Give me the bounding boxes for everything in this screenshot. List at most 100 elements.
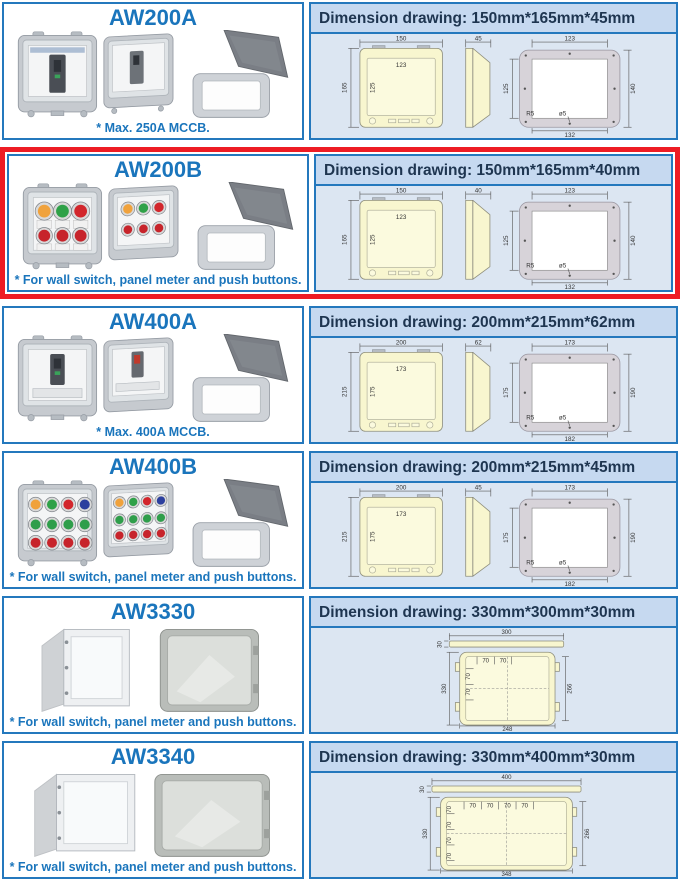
svg-text:330: 330 xyxy=(423,828,429,839)
push-button xyxy=(74,204,88,218)
svg-text:175: 175 xyxy=(369,386,376,397)
svg-text:30: 30 xyxy=(420,785,426,792)
product-row-aw400b[interactable]: AW400B xyxy=(2,451,678,589)
dimension-title: Dimension drawing: 150mm*165mm*45mm xyxy=(311,4,676,34)
svg-text:165: 165 xyxy=(341,82,348,93)
svg-text:300: 300 xyxy=(501,630,512,636)
push-button xyxy=(46,499,57,510)
product-photo-angled xyxy=(103,33,174,114)
product-photo-front xyxy=(17,31,98,118)
product-row-aw3330[interactable]: AW3330 * For w xyxy=(2,596,678,734)
svg-text:70: 70 xyxy=(447,805,453,812)
svg-text:ø5: ø5 xyxy=(559,560,567,567)
product-photos xyxy=(4,769,302,860)
svg-text:330: 330 xyxy=(442,683,448,694)
product-note: * Max. 250A MCCB. xyxy=(96,121,210,135)
svg-text:45: 45 xyxy=(475,484,482,491)
svg-text:62: 62 xyxy=(475,339,482,346)
model-name: AW200B xyxy=(113,157,203,182)
breaker-photo xyxy=(49,54,66,93)
push-button xyxy=(38,229,51,242)
product-panel: AW3330 * For w xyxy=(2,596,304,734)
svg-text:190: 190 xyxy=(630,387,637,398)
product-photos xyxy=(4,30,302,121)
push-button xyxy=(46,519,57,530)
svg-text:70: 70 xyxy=(487,804,494,810)
svg-text:123: 123 xyxy=(396,62,407,69)
svg-text:70: 70 xyxy=(469,804,476,810)
product-photo-set xyxy=(17,334,289,422)
product-photo-open-door xyxy=(34,773,136,857)
svg-text:123: 123 xyxy=(564,35,575,42)
svg-text:70: 70 xyxy=(447,837,453,844)
product-photo-front xyxy=(17,480,98,567)
svg-text:125: 125 xyxy=(503,83,510,94)
product-photo-front xyxy=(17,335,98,422)
svg-text:150: 150 xyxy=(396,35,407,42)
product-photo-closed-box xyxy=(154,774,270,857)
dimension-title: Dimension drawing: 330mm*400mm*30mm xyxy=(311,743,676,773)
product-row-aw200a[interactable]: AW200A xyxy=(2,2,678,140)
dimension-title: Dimension drawing: 150mm*165mm*40mm xyxy=(316,156,671,186)
svg-text:125: 125 xyxy=(503,235,510,246)
svg-text:R5: R5 xyxy=(526,560,535,567)
svg-text:173: 173 xyxy=(396,366,407,373)
product-photo-front xyxy=(22,183,103,270)
push-button xyxy=(56,204,69,218)
svg-text:132: 132 xyxy=(564,132,575,138)
svg-text:150: 150 xyxy=(396,187,407,194)
svg-text:45: 45 xyxy=(475,35,482,42)
svg-text:125: 125 xyxy=(369,82,376,93)
svg-text:190: 190 xyxy=(630,532,637,543)
product-photo-open xyxy=(192,334,289,422)
dimension-title: Dimension drawing: 330mm*300mm*30mm xyxy=(311,598,676,628)
dimension-panel: Dimension drawing: 330mm*400mm*30mm 400 … xyxy=(309,741,678,879)
dimension-panel: Dimension drawing: 200mm*215mm*45mm 200 … xyxy=(309,451,678,589)
push-button xyxy=(63,537,74,548)
svg-text:132: 132 xyxy=(564,284,575,290)
product-row-aw200b-selected[interactable]: AW200B xyxy=(0,147,680,299)
svg-text:125: 125 xyxy=(369,234,376,245)
product-photo-set xyxy=(22,182,294,270)
product-note: * For wall switch, panel meter and push … xyxy=(9,570,297,584)
svg-text:30: 30 xyxy=(438,640,444,647)
product-note: * Max. 400A MCCB. xyxy=(96,425,210,439)
dimension-drawing: 200 215 173 175 62 xyxy=(311,338,676,442)
dimension-panel: Dimension drawing: 330mm*300mm*30mm 300 … xyxy=(309,596,678,734)
product-photo-set xyxy=(17,479,289,567)
product-panel: AW200B xyxy=(7,154,309,292)
product-photo-open xyxy=(192,30,289,118)
svg-text:175: 175 xyxy=(369,531,376,542)
push-button xyxy=(37,204,51,218)
product-row-aw3340[interactable]: AW3340 * For w xyxy=(2,741,678,879)
product-panel: AW400B xyxy=(2,451,304,589)
model-name: AW400B xyxy=(108,454,198,479)
model-name: AW200A xyxy=(108,5,198,30)
svg-text:200: 200 xyxy=(396,339,407,346)
model-name: AW3330 xyxy=(110,599,196,624)
product-panel: AW400A xyxy=(2,306,304,444)
svg-text:266: 266 xyxy=(585,828,591,839)
push-button xyxy=(63,499,74,510)
product-photo-open-door xyxy=(41,628,130,712)
push-button xyxy=(79,537,90,548)
svg-text:182: 182 xyxy=(564,436,575,442)
product-note: * For wall switch, panel meter and push … xyxy=(14,273,302,287)
product-photo-set xyxy=(17,30,289,118)
product-photo-angled xyxy=(108,185,179,261)
svg-text:40: 40 xyxy=(475,187,482,194)
svg-text:248: 248 xyxy=(502,727,513,732)
push-button xyxy=(74,229,87,242)
product-row-aw400a[interactable]: AW400A xyxy=(2,306,678,444)
product-photo-set xyxy=(34,773,270,857)
dimension-title: Dimension drawing: 200mm*215mm*62mm xyxy=(311,308,676,338)
svg-text:ø5: ø5 xyxy=(559,111,567,118)
svg-text:348: 348 xyxy=(501,872,512,877)
dimension-panel: Dimension drawing: 150mm*165mm*45mm 150 … xyxy=(309,2,678,140)
svg-text:173: 173 xyxy=(564,339,575,346)
svg-text:175: 175 xyxy=(503,387,510,398)
svg-text:ø5: ø5 xyxy=(559,263,567,270)
product-photos xyxy=(4,334,302,425)
product-photo-closed-box xyxy=(159,629,260,712)
svg-text:215: 215 xyxy=(341,531,348,542)
